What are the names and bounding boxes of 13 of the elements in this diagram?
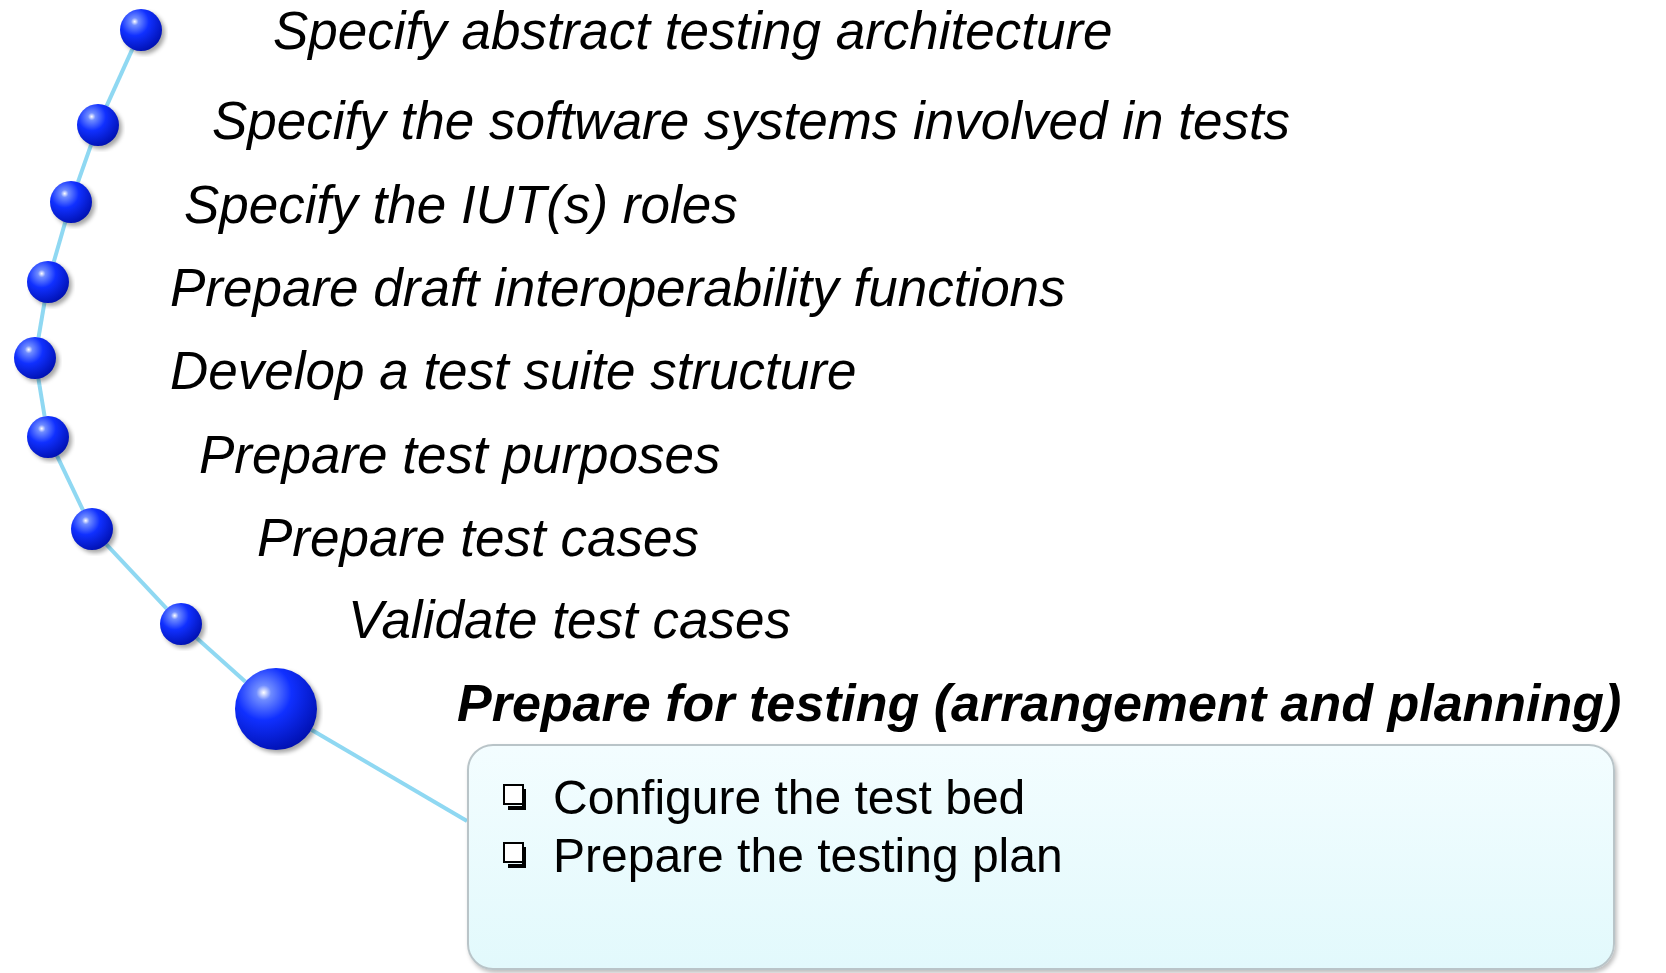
task-text: Configure the test bed [553, 769, 1026, 825]
connector-line [310, 728, 468, 823]
connector-line [55, 455, 85, 511]
task-text: Prepare the testing plan [553, 827, 1063, 883]
connector-line [51, 221, 68, 263]
connector-line [195, 636, 247, 684]
connector-line [36, 378, 47, 417]
connector-line [104, 542, 169, 611]
connector-line [104, 48, 135, 107]
task-box [467, 744, 1615, 970]
step-label: Validate test cases [348, 592, 791, 646]
connector-line [36, 302, 47, 338]
connector-line [76, 144, 93, 183]
